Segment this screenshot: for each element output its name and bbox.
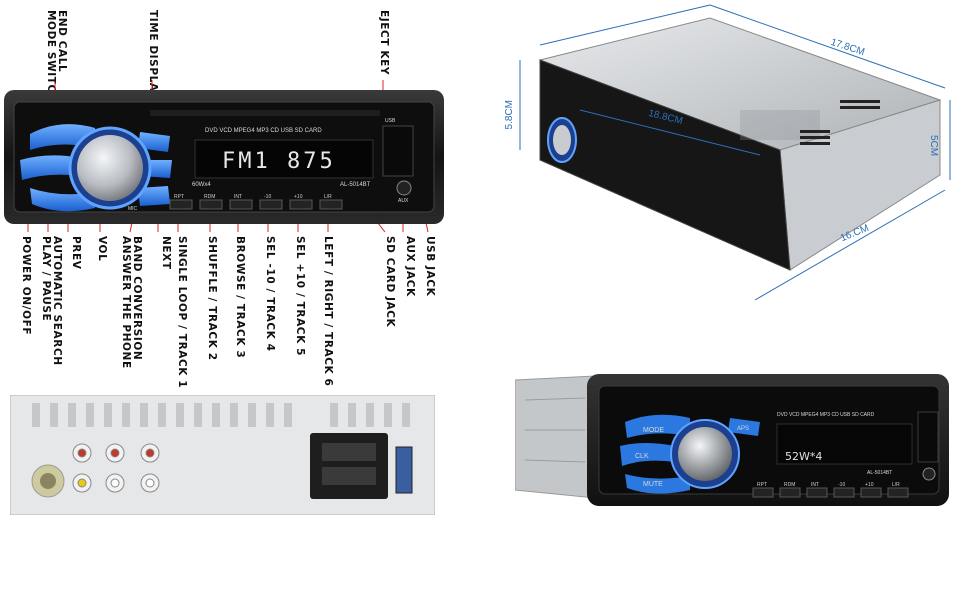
- angle-radio-illustration: MODE CLK MUTE APS 52W*4 DVD VCD MPEG4 MP…: [515, 374, 949, 506]
- front-usb-label: USB: [385, 118, 396, 124]
- label-track-3: BROWSE / TRACK 3: [234, 236, 246, 359]
- front-button-4: [259, 199, 283, 210]
- front-radio-illustration: FM1 875 DVD VCD MPEG4 MP3 CD USB SD CARD…: [4, 90, 444, 224]
- front-button-label-6: L/R: [324, 194, 332, 200]
- front-faceplate-title: DVD VCD MPEG4 MP3 CD USB SD CARD: [205, 128, 322, 134]
- front-button-label-2: RDM: [204, 194, 215, 200]
- front-button-label-4: -10: [264, 194, 271, 200]
- back-view-panel: [10, 395, 435, 515]
- label-vol: VOL: [96, 236, 108, 262]
- angle-mute-label: MUTE: [643, 481, 663, 488]
- angle-button-label-6: L/R: [892, 482, 900, 488]
- label-next: NEXT: [160, 236, 172, 270]
- angle-button-label-3: INT: [811, 482, 819, 488]
- front-button-label-5: +10: [294, 194, 303, 200]
- front-display-text: FM1 875: [222, 149, 336, 174]
- angle-model: AL-5014BT: [867, 470, 892, 476]
- front-model: AL-5014BT: [340, 182, 371, 188]
- label-aux-jack: AUX JACK: [404, 236, 416, 297]
- front-button-label-3: INT: [234, 194, 242, 200]
- angle-button-label-1: RPT: [757, 482, 767, 488]
- angle-button-5: [860, 487, 882, 498]
- label-track-5: SEL +10 / TRACK 5: [294, 236, 306, 357]
- label-track-6: LEFT / RIGHT / TRACK 6: [322, 236, 334, 387]
- front-button-5: [289, 199, 313, 210]
- angle-button-1: [752, 487, 774, 498]
- angle-button-label-2: RDM: [784, 482, 795, 488]
- label-end-call-text: END CALL MODE SWITCH: [45, 10, 68, 103]
- dimension-illustration: [519, 4, 951, 301]
- label-time-display-text: TIME DISPLAY: [147, 10, 159, 99]
- angle-button-label-4: -10: [838, 482, 845, 488]
- label-track-2: SHUFFLE / TRACK 2: [206, 236, 218, 361]
- label-track-4: SEL -10 / TRACK 4: [264, 236, 276, 352]
- label-usb-jack: USB JACK: [424, 236, 436, 297]
- front-aux-label: AUX: [398, 198, 409, 204]
- label-eject-key: EJECT KEY: [378, 10, 390, 80]
- front-button-2: [199, 199, 223, 210]
- back-panel-illustration: [10, 395, 435, 515]
- angle-button-4: [833, 487, 855, 498]
- label-sd-card-jack: SD CARD JACK: [384, 236, 396, 328]
- label-track-1: SINGLE LOOP / TRACK 1: [176, 236, 188, 389]
- label-prev: PREV: [70, 236, 82, 270]
- dim-height-front: 5.8CM: [504, 100, 515, 130]
- label-eject-key-text: EJECT KEY: [378, 10, 390, 76]
- label-automatic-search: AUTOMATIC SEARCH PLAY / PAUSE: [40, 236, 63, 366]
- front-button-label-1: RPT: [174, 194, 184, 200]
- label-power-on-off: POWER ON/OFF: [20, 236, 32, 336]
- angle-aps-label: APS: [737, 426, 749, 432]
- angle-faceplate-title: DVD VCD MPEG4 MP3 CD USB SD CARD: [777, 412, 875, 418]
- angle-view-panel: MODE CLK MUTE APS 52W*4 DVD VCD MPEG4 MP…: [515, 370, 955, 510]
- front-view-panel: END CALL MODE SWITCH TIME DISPLAY EJECT …: [0, 0, 450, 389]
- angle-mode-label: MODE: [643, 427, 664, 434]
- angle-button-6: [887, 487, 909, 498]
- angle-power-label: 52W*4: [785, 450, 822, 463]
- front-power: 60Wx4: [192, 182, 211, 188]
- angle-button-3: [806, 487, 828, 498]
- dim-height-back: 5CM: [928, 135, 939, 157]
- angle-button-label-5: +10: [865, 482, 874, 488]
- label-band-conversion: BAND CONVERSION ANSWER THE PHONE: [120, 236, 143, 369]
- front-button-3: [229, 199, 253, 210]
- label-time-display: TIME DISPLAY: [147, 10, 159, 99]
- front-mic-label: MIC: [128, 206, 138, 212]
- front-button-6: [319, 199, 343, 210]
- dimension-view-panel: 17.8CM 18.8CM 5.8CM 5CM 16.CM: [500, 0, 970, 310]
- label-end-call: END CALL MODE SWITCH: [45, 10, 68, 102]
- angle-button-2: [779, 487, 801, 498]
- angle-clk-label: CLK: [635, 453, 649, 460]
- front-button-1: [169, 199, 193, 210]
